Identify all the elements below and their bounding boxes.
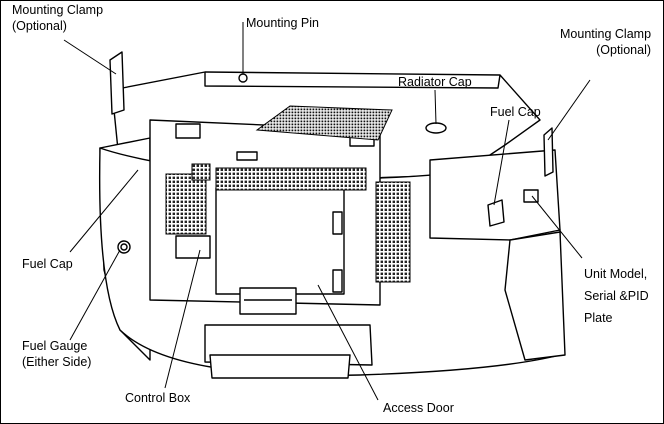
label-access-door: Access Door (383, 401, 454, 415)
door-handle (239, 287, 297, 315)
label-mounting-clamp-left: Mounting Clamp (Optional) (12, 3, 104, 33)
top-grille (255, 105, 393, 141)
right-frame (429, 149, 561, 241)
left-clamp (109, 51, 125, 115)
radiator-cap-marker (425, 122, 447, 134)
leader-fuel-cap-left (69, 169, 139, 253)
label-mounting-clamp-right: Mounting Clamp (Optional) (560, 27, 652, 57)
left-grille (165, 173, 207, 235)
right-grille (375, 181, 411, 283)
unit-housing (98, 51, 566, 379)
right-fuel-cap (487, 199, 505, 227)
leader-fuel-cap-right (493, 119, 510, 206)
right-lower-frame (504, 231, 566, 361)
leader-mounting-clamp-right (547, 79, 591, 141)
leader-fuel-gauge (69, 249, 121, 341)
leader-access-door (317, 284, 379, 401)
control-box-panel (175, 235, 211, 259)
leader-unit-model (531, 195, 583, 259)
label-radiator-cap: Radiator Cap (398, 75, 472, 89)
label-fuel-cap-right: Fuel Cap (490, 105, 541, 119)
upper-grille (215, 167, 367, 191)
mounting-pin-marker (238, 73, 248, 83)
label-mounting-pin: Mounting Pin (246, 16, 319, 30)
leader-radiator-cap (434, 89, 437, 125)
label-fuel-gauge: Fuel Gauge (Either Side) (22, 339, 92, 369)
grilles (165, 105, 411, 283)
access-door-panel (215, 187, 345, 295)
top-cover-ridge (204, 72, 501, 89)
skid (209, 354, 351, 379)
label-control-box: Control Box (125, 391, 191, 405)
leader-lines (63, 22, 591, 401)
label-fuel-cap-left: Fuel Cap (22, 257, 73, 271)
label-unit-model: Unit Model, Serial &PID Plate (584, 267, 649, 325)
leader-control-box (164, 249, 201, 389)
right-clamp (543, 127, 554, 177)
leader-mounting-clamp-left (63, 39, 117, 75)
